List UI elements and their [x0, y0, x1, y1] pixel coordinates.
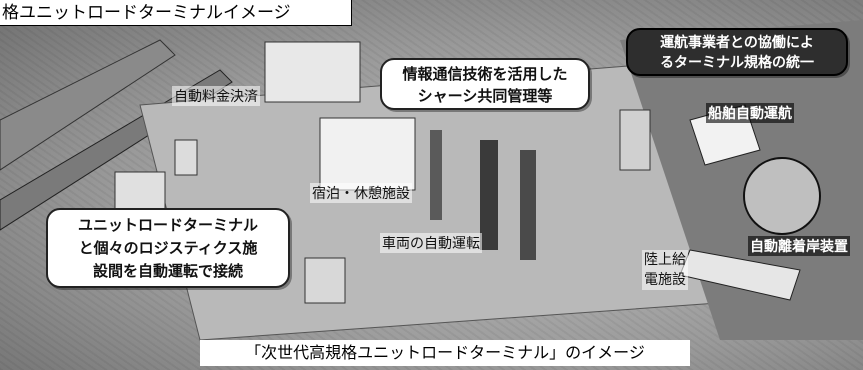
chassis-row-3 [430, 130, 442, 220]
building-lodging [319, 117, 416, 191]
label-shore-power: 陸上給 電施設 [642, 250, 688, 290]
image-caption: 「次世代高規格ユニットロードターミナル」のイメージ [200, 340, 690, 366]
berthing-device-zoom [743, 157, 821, 235]
building-small [174, 139, 198, 176]
building-tower [619, 109, 651, 171]
label-lodging: 宿泊・休憩施設 [310, 183, 412, 203]
operators-callout: 運航事業者との協働によ るターミナル規格の統一 [626, 28, 848, 76]
logistics-callout-line-1: ユニットロードターミナル [77, 216, 258, 234]
label-auto-payment: 自動料金決済 [172, 86, 260, 106]
ict-callout: 情報通信技術を活用した シャーシ共同管理等 [380, 58, 590, 110]
label-shore-power-line-1: 陸上給 [644, 252, 686, 268]
ict-callout-line-2: シャーシ共同管理等 [417, 87, 553, 105]
operators-callout-line-1: 運航事業者との協働によ [660, 35, 814, 51]
water-area [620, 20, 863, 340]
logistics-callout-line-2: と個々のロジスティクス施 [78, 239, 258, 257]
image-title: 格ユニットロードターミナルイメージ [0, 0, 352, 26]
chassis-row-1 [480, 140, 498, 250]
operators-callout-line-2: るターミナル規格の統一 [660, 55, 814, 71]
label-vehicle-auto: 車両の自動運転 [380, 233, 482, 253]
chassis-row-2 [520, 150, 536, 260]
bridge-deck [0, 39, 176, 171]
building-payment [264, 41, 361, 103]
label-shore-power-line-2: 電施設 [644, 272, 686, 288]
label-auto-berthing: 自動離着岸装置 [748, 236, 850, 256]
label-ship-auto: 船舶自動運航 [706, 103, 794, 123]
building-bottom [304, 257, 346, 304]
logistics-callout: ユニットロードターミナル と個々のロジスティクス施 設間を自動運転で接続 [46, 208, 290, 288]
logistics-callout-line-3: 設間を自動運転で接続 [92, 262, 243, 280]
ict-callout-line-1: 情報通信技術を活用した [402, 65, 568, 83]
